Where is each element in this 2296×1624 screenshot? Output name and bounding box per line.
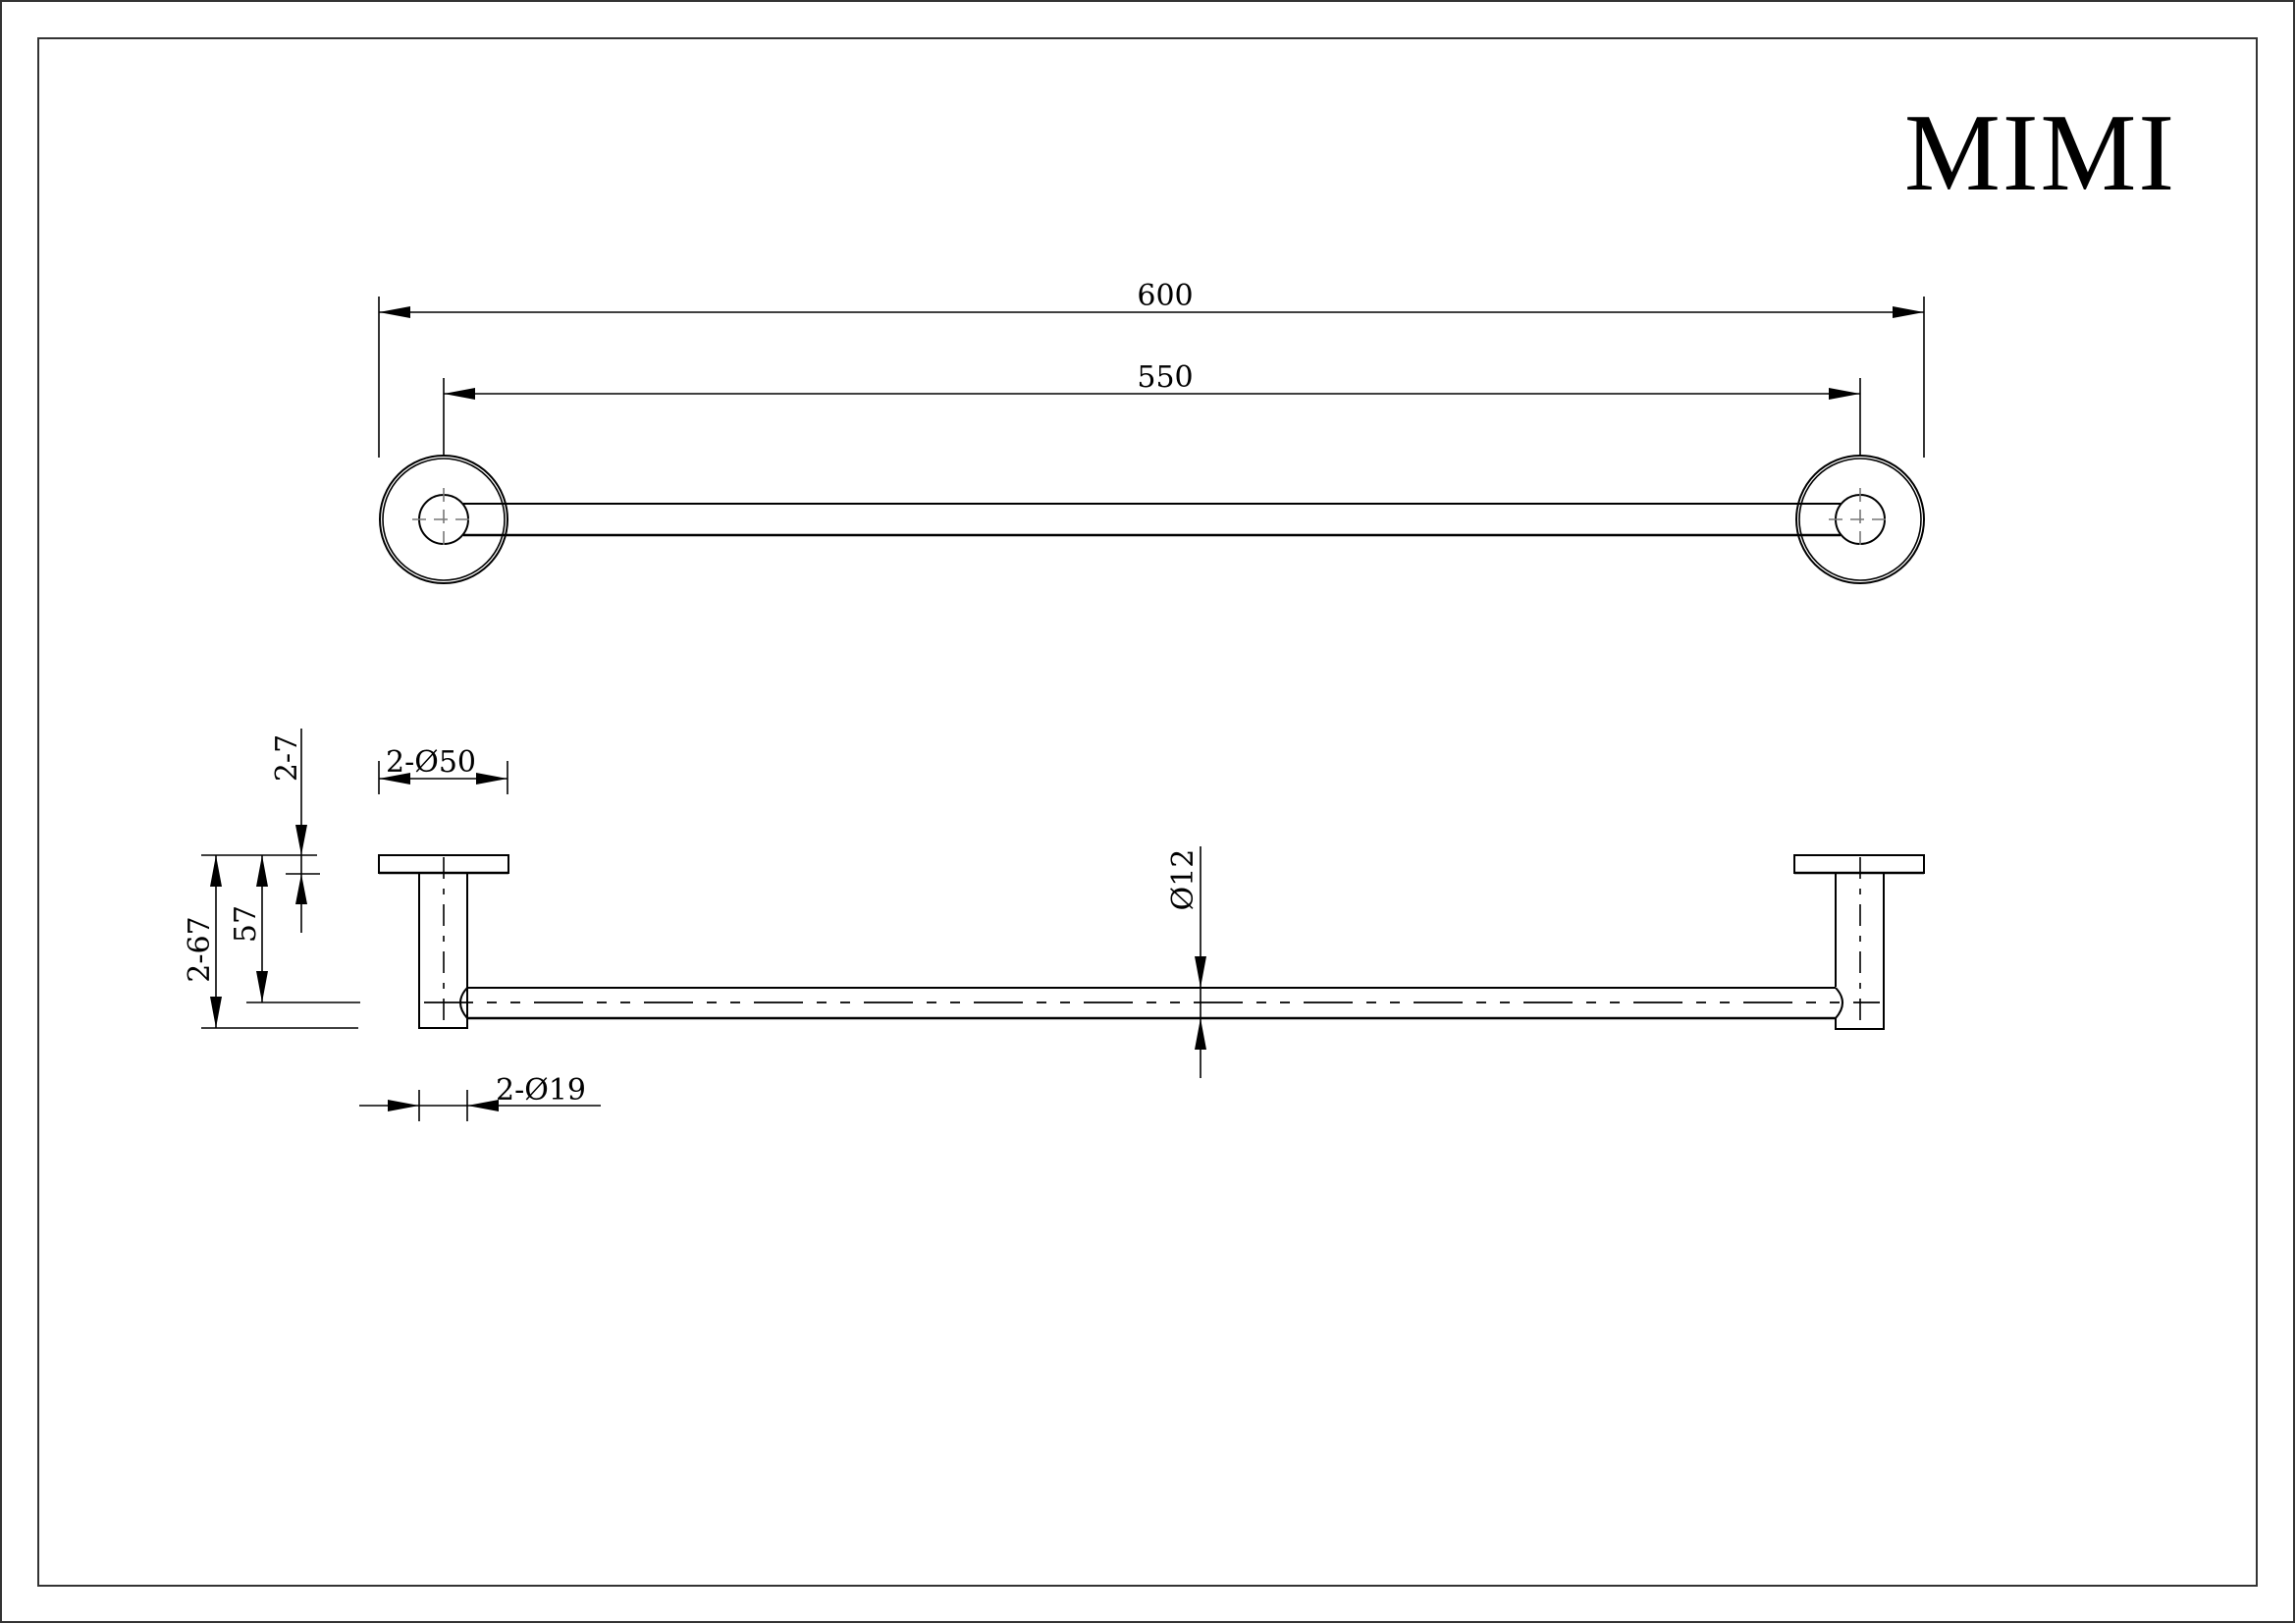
front-view: 2-Ø50 2-7 57 2-67 bbox=[183, 729, 1925, 1121]
dimension-label-550: 550 bbox=[1137, 360, 1193, 395]
dimension-550: 550 bbox=[444, 360, 1860, 400]
dimension-label-post-diameter: 2-Ø19 bbox=[496, 1073, 586, 1108]
dimension-bar-diameter: Ø12 bbox=[1166, 846, 1206, 1078]
dimension-plate-diameter: 2-Ø50 bbox=[378, 745, 508, 794]
inner-frame bbox=[37, 37, 2258, 1587]
right-flange-top bbox=[1795, 455, 1925, 584]
towel-bar-top bbox=[463, 503, 1841, 537]
dimension-label-2-67: 2-67 bbox=[183, 916, 217, 982]
left-mount-front bbox=[378, 854, 509, 1029]
dimension-label-plate-diameter: 2-Ø50 bbox=[386, 745, 476, 780]
brand-logo: MIMI bbox=[1904, 92, 2176, 214]
dimension-label-bar-diameter: Ø12 bbox=[1166, 849, 1201, 911]
dimension-2-67: 2-67 bbox=[183, 855, 358, 1029]
left-flange-top bbox=[379, 455, 508, 584]
dimension-label-600: 600 bbox=[1137, 279, 1193, 313]
dimension-label-57: 57 bbox=[229, 905, 263, 943]
right-mount-front bbox=[1793, 854, 1925, 1030]
dimension-post-diameter: 2-Ø19 bbox=[359, 1073, 601, 1121]
dimension-600: 600 bbox=[379, 279, 1924, 318]
dimension-label-plate-thickness: 2-7 bbox=[270, 734, 304, 782]
plan-view: 600 550 bbox=[378, 279, 1925, 584]
dimension-57: 57 bbox=[229, 855, 360, 1003]
dimension-plate-thickness: 2-7 bbox=[201, 729, 320, 933]
towel-bar-front bbox=[424, 987, 1880, 1020]
